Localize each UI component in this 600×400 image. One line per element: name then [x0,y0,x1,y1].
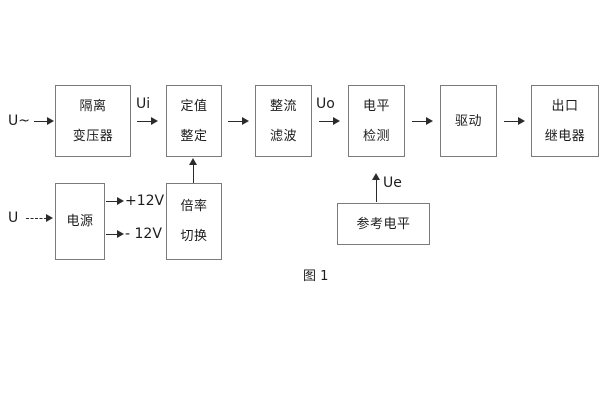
connector-ue-line [376,180,377,202]
rail-negative-arrowhead [117,229,124,238]
input-ac-line [34,121,48,122]
connector-multiplier-setpoint-line [193,165,194,183]
block-line: 整定 [180,128,208,144]
block-line: 驱动 [454,113,482,129]
block-drive: 驱动 [440,85,497,157]
input-dc-line [26,218,47,219]
connector-setpoint-rectify-arrowhead [242,116,249,125]
connector-drive-relay-line [504,121,519,122]
connector-ui-line [137,121,152,122]
block-setpoint-setting: 定值 整定 [166,85,222,157]
block-line: 倍率 [180,199,208,214]
block-rectify-filter: 整流 滤波 [255,85,312,157]
rail-negative-label: - 12V [125,226,162,242]
input-dc-arrowhead [46,213,53,222]
rail-positive-label: +12V [125,193,165,209]
connector-setpoint-rectify-line [228,121,243,122]
signal-label-ui: Ui [136,96,151,112]
rail-negative-line [106,234,118,235]
block-line: 电平 [362,98,390,114]
block-isolation-transformer: 隔离 变压器 [55,85,131,157]
connector-ui-arrowhead [151,116,158,125]
block-line: 继电器 [544,128,586,144]
signal-label-uo: Uo [316,96,335,112]
input-ac-arrowhead [47,116,54,125]
block-line: 定值 [180,98,208,114]
rail-positive-line [106,201,118,202]
connector-drive-relay-arrowhead [518,116,525,125]
block-line: 检测 [362,128,390,144]
block-reference-level: 参考电平 [337,203,430,245]
block-line: 变压器 [72,128,114,144]
block-multiplier-switch: 倍率 切换 [166,183,222,260]
input-label-ac: U~ [8,113,30,129]
connector-level-drive-arrowhead [426,116,433,125]
block-line: 隔离 [79,98,107,114]
block-level-detection: 电平 检测 [348,85,405,157]
connector-ue-arrowhead [372,173,380,180]
signal-label-ue: Ue [383,175,402,191]
block-power-supply: 电源 [55,183,105,260]
rail-positive-arrowhead [117,196,124,205]
block-line: 整流 [269,98,297,114]
block-output-relay: 出口 继电器 [531,85,599,157]
input-label-dc: U [8,210,19,226]
connector-level-drive-line [412,121,427,122]
figure-caption: 图 1 [303,269,329,284]
block-line: 出口 [551,98,579,114]
connector-uo-arrowhead [333,116,340,125]
block-line: 参考电平 [356,216,411,232]
block-line: 滤波 [269,128,297,144]
block-line: 电源 [66,214,94,229]
connector-uo-line [319,121,334,122]
block-line: 切换 [180,229,208,244]
connector-multiplier-setpoint-arrowhead [189,158,197,165]
